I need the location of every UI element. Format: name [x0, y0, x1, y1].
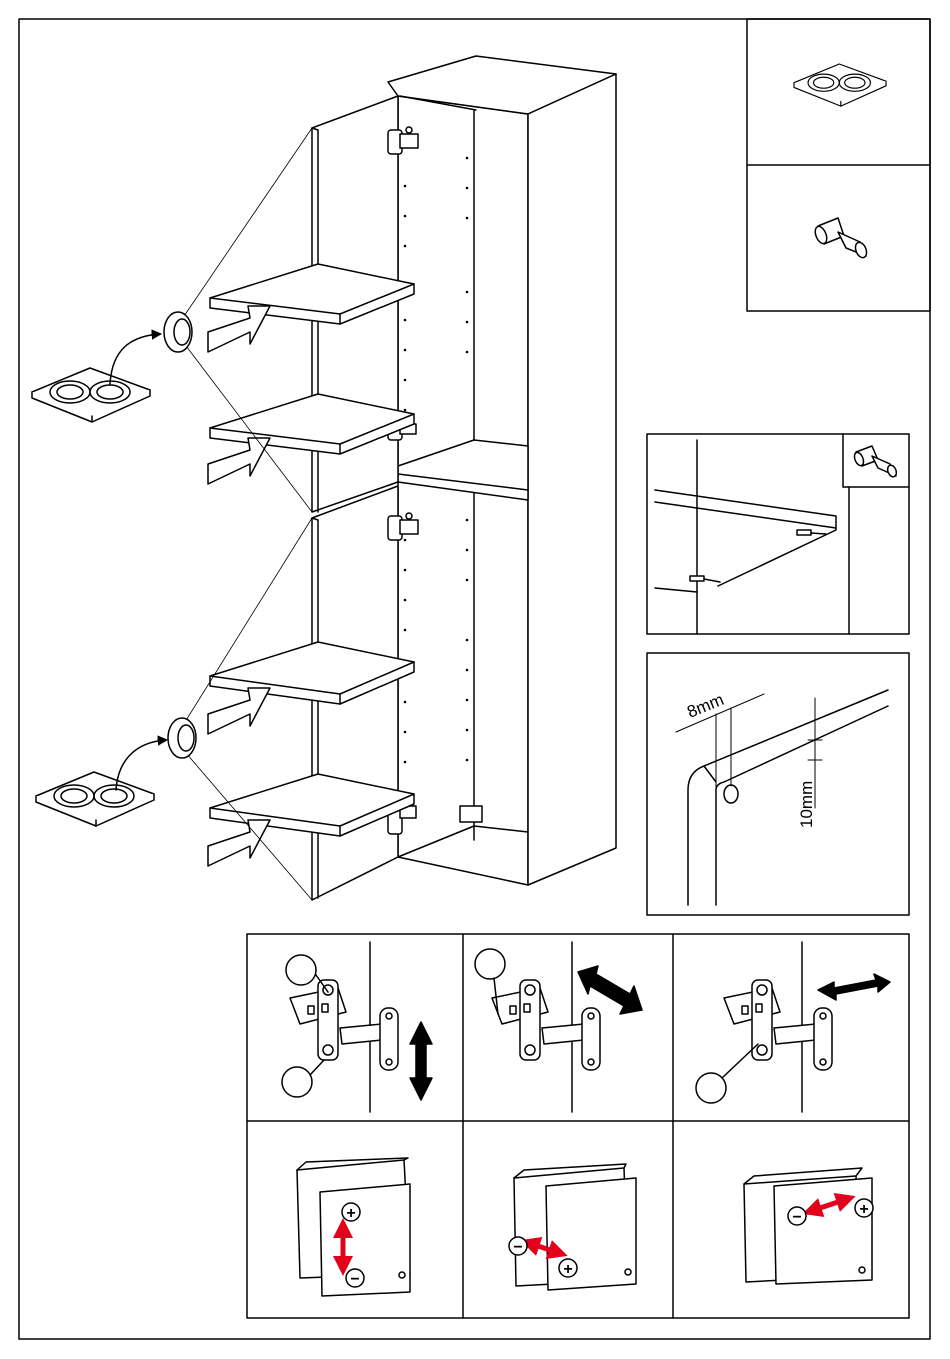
screw-callout [475, 949, 505, 979]
plus-sign: + [859, 1201, 868, 1218]
minus-sign: − [513, 1239, 522, 1256]
double-arrow-icon [410, 1022, 432, 1100]
dimension-label-10mm: 10mm [797, 781, 816, 828]
arrow-icon [110, 334, 160, 384]
shelf-pin-detail [647, 434, 909, 634]
screw-callout [286, 955, 316, 985]
double-arrow-icon [818, 974, 890, 1000]
felt-pads-icon [32, 368, 150, 422]
door-bumper-icon [164, 312, 192, 352]
felt-pads-icon [36, 772, 154, 826]
minus-sign: − [792, 1209, 801, 1226]
door-adjust-depth: − + [509, 1164, 636, 1290]
felt-pads-icon [794, 64, 886, 106]
dimension-label-8mm: 8mm [684, 690, 726, 722]
insert-arrow-icon [208, 688, 270, 734]
hinge-icon [492, 980, 600, 1070]
shelf-pin-icon [813, 218, 869, 259]
insert-arrow-icon [208, 820, 270, 866]
hinge-adjust-vertical [282, 942, 432, 1112]
cabinet-exploded-view [32, 56, 616, 900]
door-bumper-icon [168, 718, 196, 758]
hinge-adjust-side [696, 942, 890, 1112]
hinge-adjust-depth [475, 942, 642, 1112]
hole-position-detail: 8mm 10mm [647, 653, 909, 915]
double-arrow-icon [578, 966, 642, 1014]
insert-arrow-icon [208, 306, 270, 352]
hinge-icon [724, 980, 832, 1070]
drill-hole [724, 785, 738, 803]
shelf-pin-icon [853, 446, 898, 478]
plus-sign: + [346, 1205, 355, 1222]
shelf-pin-icon [690, 530, 826, 582]
door-adjust-vertical: + − [297, 1158, 410, 1296]
screw-callout [282, 1067, 312, 1097]
hinge-adjustment-grid: + − − + − + [247, 934, 909, 1318]
parts-list [747, 19, 930, 311]
minus-sign: − [350, 1271, 359, 1288]
hinge-icon [290, 980, 398, 1070]
cabinet-catch [460, 806, 482, 822]
plus-sign: + [563, 1261, 572, 1278]
door-adjust-side: − + [744, 1168, 873, 1284]
